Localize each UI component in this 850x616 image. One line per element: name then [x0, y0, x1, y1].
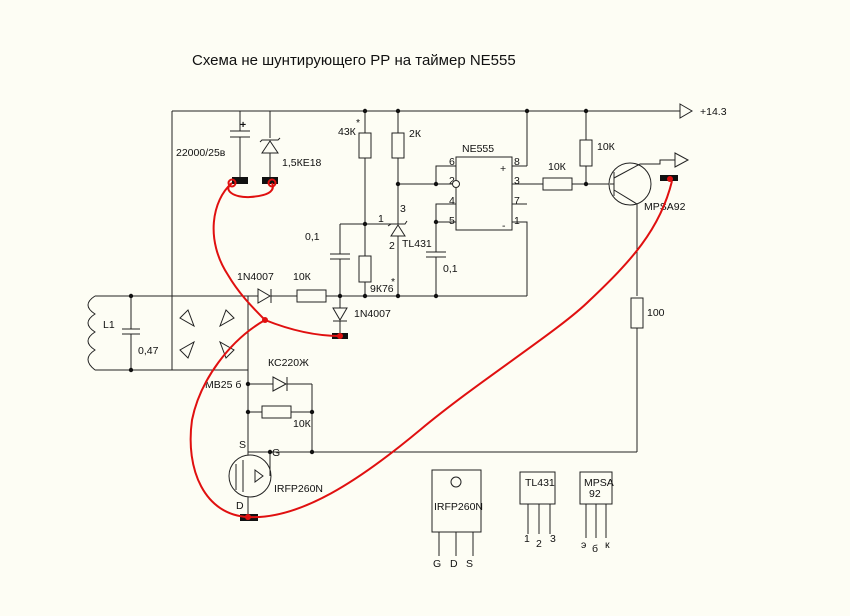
svg-text:-: -: [502, 220, 506, 232]
svg-text:0,1: 0,1: [443, 263, 458, 275]
svg-text:IRFP260N: IRFP260N: [434, 501, 483, 513]
main-capacitor: + 22000/25в: [176, 111, 250, 184]
supply-label: +14.3: [700, 106, 727, 118]
capacitor-01-left: 0,1: [305, 223, 365, 296]
svg-text:IRFP260N: IRFP260N: [274, 483, 323, 495]
svg-text:б: б: [592, 543, 598, 555]
svg-text:10К: 10К: [293, 271, 312, 283]
svg-text:7: 7: [514, 195, 520, 207]
svg-text:S: S: [239, 439, 246, 451]
svg-text:+: +: [240, 119, 246, 131]
svg-text:G: G: [272, 447, 280, 459]
diode-1n4007-series: 1N4007: [220, 271, 297, 304]
svg-text:4: 4: [449, 195, 455, 207]
svg-text:8: 8: [514, 156, 520, 168]
svg-text:2: 2: [449, 175, 455, 187]
svg-text:1: 1: [514, 215, 520, 227]
resistor-10k-series: 10К: [293, 271, 340, 303]
svg-text:100: 100: [647, 307, 665, 319]
resistor-9k76: 9К76 *: [358, 255, 395, 296]
cap-main-label: 22000/25в: [176, 147, 226, 159]
resistor-43k: 43К *: [338, 111, 372, 256]
svg-text:MPSA92: MPSA92: [644, 201, 686, 213]
hand-drawn-wires: [189, 176, 673, 520]
ne555-ic: NE555 6 2 4 5 8 3 7 1 + -: [398, 111, 543, 296]
svg-text:2К: 2К: [409, 128, 422, 140]
capacitor-01-right: 0,1: [426, 222, 458, 296]
svg-text:5: 5: [449, 215, 455, 227]
svg-text:NE555: NE555: [462, 143, 494, 155]
svg-text:43К: 43К: [338, 126, 357, 138]
diagram-title: Схема не шунтирующего РР на таймер NE555: [192, 52, 516, 69]
svg-text:D: D: [450, 558, 458, 570]
svg-text:9К76: 9К76: [370, 283, 394, 295]
svg-text:D: D: [236, 500, 244, 512]
bridge-rectifier: МВ25 б: [171, 295, 249, 391]
svg-text:КС220Ж: КС220Ж: [268, 357, 309, 369]
tl431-symbol: 1 2 3 TL431: [365, 184, 432, 296]
svg-text:TL431: TL431: [525, 477, 555, 489]
svg-text:3: 3: [514, 175, 520, 187]
svg-text:2: 2: [389, 240, 395, 252]
coil-l1: L1 0,47: [87, 295, 220, 371]
svg-text:0,1: 0,1: [305, 231, 320, 243]
svg-text:*: *: [356, 117, 360, 129]
transistor-mpsa92: MPSA92: [608, 152, 690, 296]
svg-text:3: 3: [550, 533, 556, 545]
svg-text:1: 1: [524, 533, 530, 545]
package-mpsa92: MPSA 92 э б к: [579, 471, 614, 555]
svg-text:G: G: [433, 558, 441, 570]
svg-text:*: *: [391, 276, 395, 288]
svg-text:1N4007: 1N4007: [237, 271, 274, 283]
svg-text:0,47: 0,47: [138, 345, 159, 357]
svg-text:э: э: [581, 539, 586, 551]
svg-text:2: 2: [536, 538, 542, 550]
svg-text:1: 1: [378, 213, 384, 225]
svg-text:к: к: [605, 539, 610, 551]
mosfet-irfp260n: S G D IRFP260N: [228, 370, 323, 521]
svg-text:+: +: [500, 163, 506, 175]
svg-text:10К: 10К: [293, 418, 312, 430]
resistor-10k-gate: 10К: [248, 405, 312, 430]
resistor-2k: 2К: [391, 111, 422, 184]
resistor-10k-pull: 10К: [579, 111, 616, 184]
svg-text:6: 6: [449, 156, 455, 168]
svg-text:92: 92: [589, 488, 601, 500]
svg-text:S: S: [466, 558, 473, 570]
main-zener: 1,5КЕ18: [259, 111, 322, 184]
diode-1n4007-shunt: 1N4007: [332, 296, 391, 339]
svg-text:MPSA: MPSA: [584, 477, 614, 489]
svg-text:1N4007: 1N4007: [354, 308, 391, 320]
svg-text:3: 3: [400, 203, 406, 215]
svg-text:10К: 10К: [597, 141, 616, 153]
resistor-10k-base: 10К: [542, 161, 610, 191]
svg-text:МВ25 б: МВ25 б: [205, 379, 241, 391]
svg-text:L1: L1: [103, 319, 115, 331]
svg-text:10К: 10К: [548, 161, 567, 173]
zener-main-label: 1,5КЕ18: [282, 157, 322, 169]
svg-text:TL431: TL431: [402, 238, 432, 250]
package-tl431: TL431 1 2 3: [519, 471, 556, 550]
junction-dots: [128, 108, 589, 455]
package-irfp: IRFP260N G D S: [431, 469, 483, 570]
zener-kc220: КС220Ж: [248, 357, 313, 452]
supply-rail: +14.3: [171, 103, 727, 298]
